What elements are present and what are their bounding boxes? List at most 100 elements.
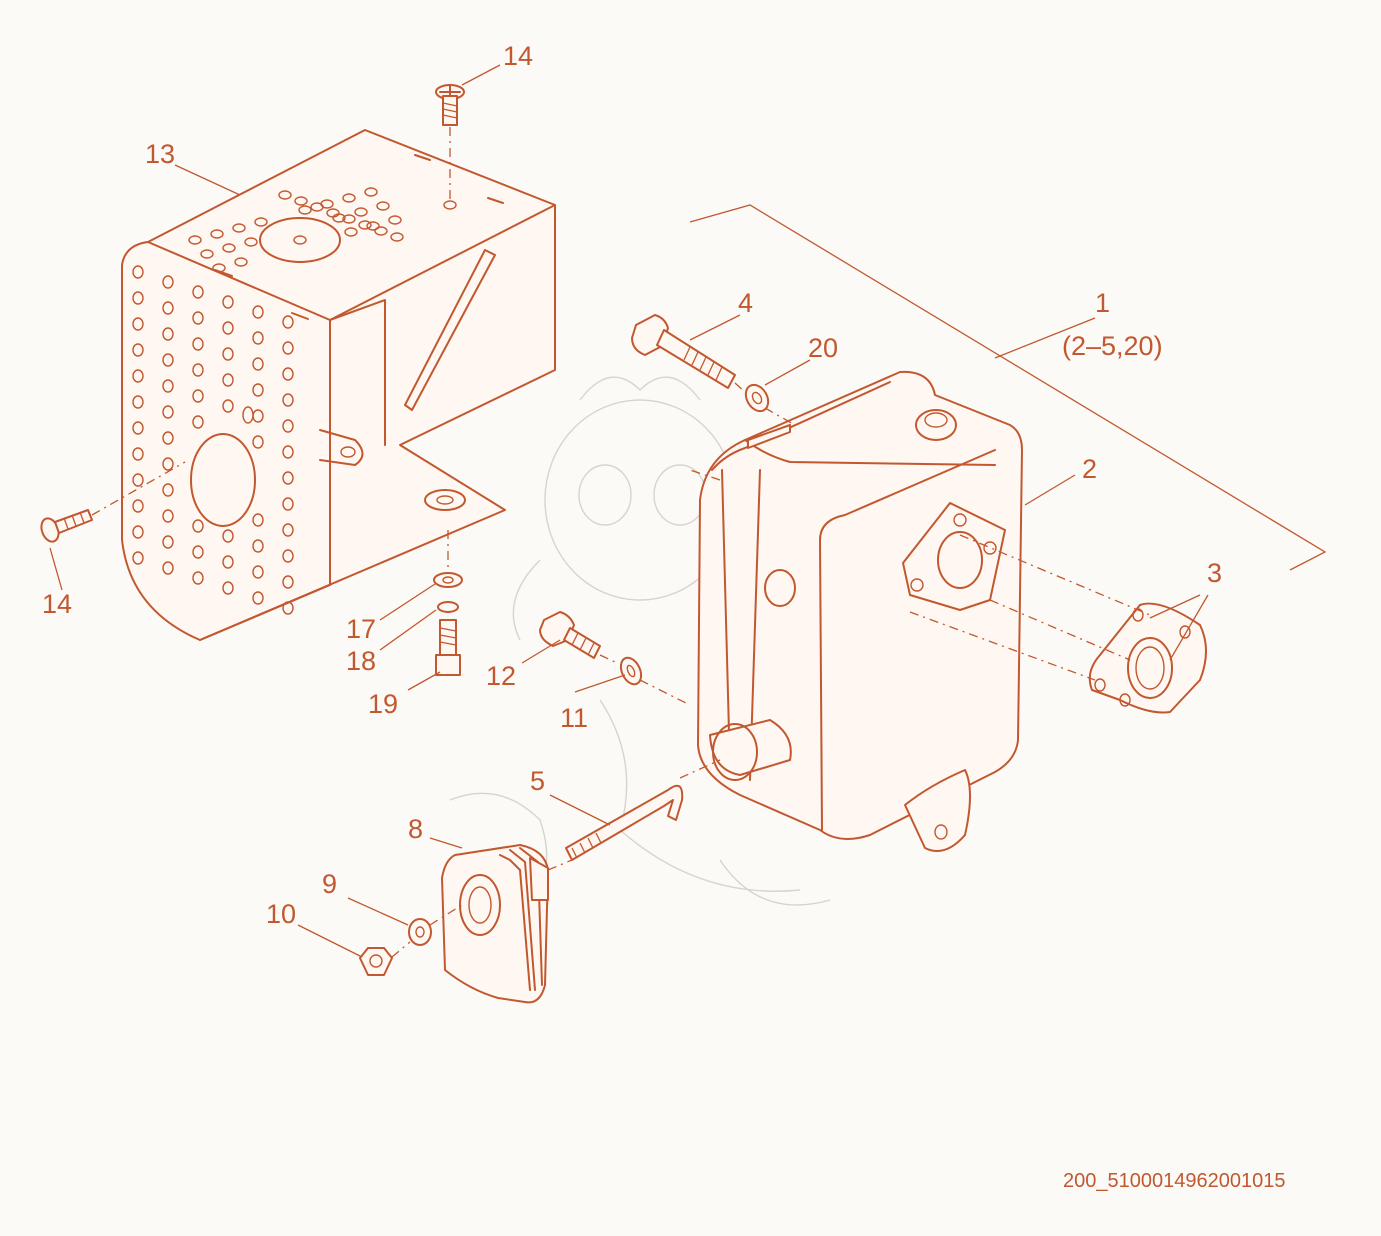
perforation-hole — [282, 341, 294, 355]
perforation-hole — [252, 435, 264, 449]
perforation-hole — [358, 220, 372, 230]
perforation-hole — [222, 243, 236, 253]
bolt-12 — [539, 611, 616, 663]
perforation-hole — [132, 525, 144, 539]
perforation-hole — [366, 221, 380, 231]
perforation-hole — [132, 343, 144, 357]
perforation-hole — [252, 591, 264, 605]
perforation-hole — [222, 347, 234, 361]
assembly-bracket-1 — [689, 204, 1327, 571]
drawing-code: 200_5100014962001015 — [1063, 1170, 1285, 1192]
hook-bolt-5 — [565, 759, 721, 861]
callout-20: 20 — [808, 333, 838, 363]
perforation-hole — [310, 202, 324, 212]
leader-lines — [49, 64, 1209, 958]
perforation-hole — [282, 601, 294, 615]
perforation-hole — [252, 409, 264, 423]
end-cap-8 — [441, 844, 573, 1004]
perforation-hole — [222, 399, 234, 413]
perforation-hole — [234, 257, 248, 267]
perforation-hole — [222, 529, 234, 543]
callout-19: 19 — [368, 689, 398, 719]
perforation-hole — [192, 285, 204, 299]
perforation-hole — [222, 295, 234, 309]
muffler-body-2 — [689, 370, 1023, 852]
callout-14-top: 14 — [503, 41, 533, 71]
perforation-hole — [162, 379, 174, 393]
perforation-hole — [132, 499, 144, 513]
callout-13: 13 — [145, 139, 175, 169]
perforation-hole — [192, 337, 204, 351]
perforation-hole — [374, 226, 388, 236]
perforation-hole — [252, 565, 264, 579]
callout-10: 10 — [266, 899, 296, 929]
lock-washer-18 — [437, 601, 459, 613]
callout-9: 9 — [322, 869, 337, 899]
perforation-hole — [222, 373, 234, 387]
perforation-hole — [252, 305, 264, 319]
callout-1: 1 — [1095, 288, 1110, 318]
perforation-hole — [282, 471, 294, 485]
perforation-hole — [200, 249, 214, 259]
perforation-hole — [132, 421, 144, 435]
perforation-hole — [278, 190, 292, 200]
perforation-hole — [282, 523, 294, 537]
bolt-19 — [435, 530, 461, 676]
perforation-hole — [252, 539, 264, 553]
callout-5: 5 — [530, 766, 545, 796]
nut-10 — [359, 904, 463, 976]
perforation-hole — [192, 415, 204, 429]
washer-17 — [433, 572, 463, 588]
perforation-hole — [244, 237, 258, 247]
perforation-hole — [252, 357, 264, 371]
perforation-hole — [294, 196, 308, 206]
perforation-hole — [282, 367, 294, 381]
perforation-hole — [162, 327, 174, 341]
perforation-hole — [162, 353, 174, 367]
perforation-hole — [192, 311, 204, 325]
perforation-hole — [132, 317, 144, 331]
perforation-hole — [298, 205, 312, 215]
callout-4: 4 — [738, 288, 753, 318]
perforation-hole — [342, 214, 356, 224]
callout-labels: 1 (2–5,20) 2 3 4 5 8 9 10 11 12 13 14 14… — [42, 41, 1222, 929]
perforation-hole — [132, 473, 144, 487]
perforation-hole — [326, 208, 340, 218]
flange-gasket-3 — [909, 534, 1207, 714]
perforation-hole — [162, 457, 174, 471]
heat-shield-13 — [121, 129, 556, 641]
callout-1-subassembly: (2–5,20) — [1062, 331, 1163, 361]
perforation-hole — [282, 315, 294, 329]
perforation-hole — [254, 217, 268, 227]
perforation-hole — [390, 232, 404, 242]
perforation-hole — [132, 447, 144, 461]
perforation-hole — [192, 545, 204, 559]
washer-9 — [408, 918, 432, 946]
screw-14-left — [40, 461, 186, 543]
perforation-hole — [162, 275, 174, 289]
perforation-hole — [282, 575, 294, 589]
perforation-hole — [282, 445, 294, 459]
perforation-hole — [162, 301, 174, 315]
callout-3: 3 — [1207, 558, 1222, 588]
perforation-hole — [282, 393, 294, 407]
perforation-hole — [376, 201, 390, 211]
perforation-hole — [162, 535, 174, 549]
callout-18: 18 — [346, 646, 376, 676]
callout-2: 2 — [1082, 454, 1097, 484]
perforation-hole — [210, 229, 224, 239]
screw-14-top — [435, 84, 465, 200]
perforation-hole — [282, 497, 294, 511]
perforation-hole — [192, 389, 204, 403]
perforation-hole — [162, 509, 174, 523]
perforation-hole — [388, 215, 402, 225]
callout-11: 11 — [560, 703, 588, 733]
callout-12: 12 — [486, 661, 516, 691]
perforation-hole — [252, 513, 264, 527]
perforation-hole — [192, 519, 204, 533]
perforation-hole — [344, 227, 358, 237]
perforation-hole — [162, 431, 174, 445]
perforation-hole — [192, 363, 204, 377]
perforation-hole — [252, 331, 264, 345]
